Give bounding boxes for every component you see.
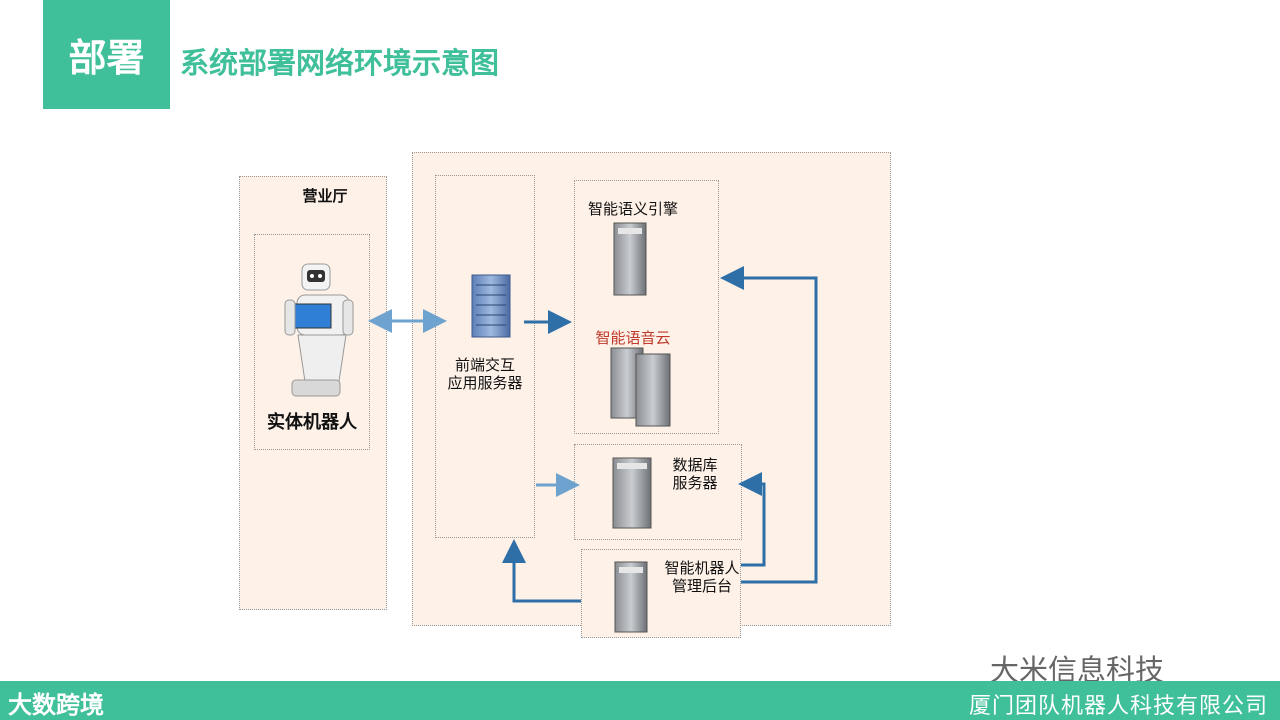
frontend-box	[435, 175, 535, 538]
robot-label: 实体机器人	[267, 412, 357, 433]
robot-icon	[284, 263, 354, 397]
voice-cloud-servers-icon	[610, 347, 671, 427]
footer-brand: 大数跨境	[8, 691, 104, 719]
semantic-label: 智能语义引擎	[587, 200, 678, 218]
mgmt-server-icon	[614, 561, 648, 633]
frontend-label-1: 前端交互	[454, 356, 515, 374]
page-title: 系统部署网络环境示意图	[180, 46, 500, 80]
frontend-label-2: 应用服务器	[447, 374, 523, 392]
mgmt-semantic-arrow	[720, 266, 818, 584]
semantic-server-icon	[613, 222, 647, 296]
db-server-icon	[612, 457, 652, 529]
mgmt-label-2: 管理后台	[671, 577, 732, 595]
footer-bar: 大数跨境 厦门团队机器人科技有限公司	[0, 681, 1280, 720]
frontend-server-icon	[471, 274, 511, 338]
mgmt-db-arrow	[738, 472, 766, 567]
voice-cloud-label: 智能语音云	[595, 329, 671, 347]
mgmt-frontend-arrow	[502, 539, 581, 603]
db-label-1: 数据库	[672, 456, 718, 474]
section-tag: 部署	[43, 0, 170, 109]
hall-label: 营业厅	[302, 187, 348, 205]
db-label-2: 服务器	[672, 474, 718, 492]
mgmt-label-1: 智能机器人	[664, 559, 740, 577]
mgmt-box	[581, 549, 741, 638]
footer-company: 厦门团队机器人科技有限公司	[968, 694, 1268, 719]
